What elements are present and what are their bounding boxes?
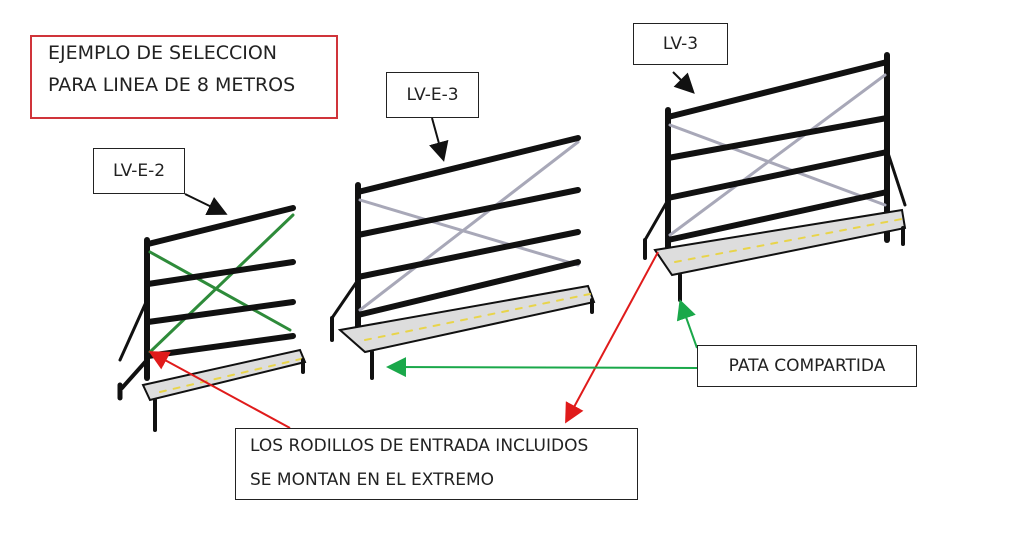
rollers-line-1: LOS RODILLOS DE ENTRADA INCLUIDOS — [250, 436, 589, 456]
red-arrow-left — [148, 351, 291, 429]
rack-lv-e-2 — [117, 205, 307, 432]
red-arrow-right — [565, 251, 659, 424]
arrow-lv-e-2 — [184, 193, 228, 215]
arrow-lv-e-3 — [429, 117, 449, 162]
rollers-line-2: SE MONTAN EN EL EXTREMO — [250, 470, 495, 490]
green-arrow-left — [386, 357, 698, 378]
label-lv-3: LV-3 — [633, 23, 728, 65]
label-lv-e-3: LV-E-3 — [386, 72, 479, 118]
rack-lv-e-3 — [330, 135, 596, 380]
title-line-1: EJEMPLO DE SELECCION — [48, 42, 278, 64]
rack-lv-3 — [643, 52, 907, 302]
label-lv-e-2: LV-E-2 — [93, 148, 185, 194]
title-box: EJEMPLO DE SELECCION PARA LINEA DE 8 MET… — [30, 35, 338, 119]
green-arrow-up — [676, 299, 698, 349]
arrow-lv-3 — [672, 71, 695, 94]
title-line-2: PARA LINEA DE 8 METROS — [48, 74, 296, 96]
shared-leg-callout: PATA COMPARTIDA — [697, 345, 917, 387]
rollers-callout: LOS RODILLOS DE ENTRADA INCLUIDOS SE MON… — [235, 428, 638, 500]
